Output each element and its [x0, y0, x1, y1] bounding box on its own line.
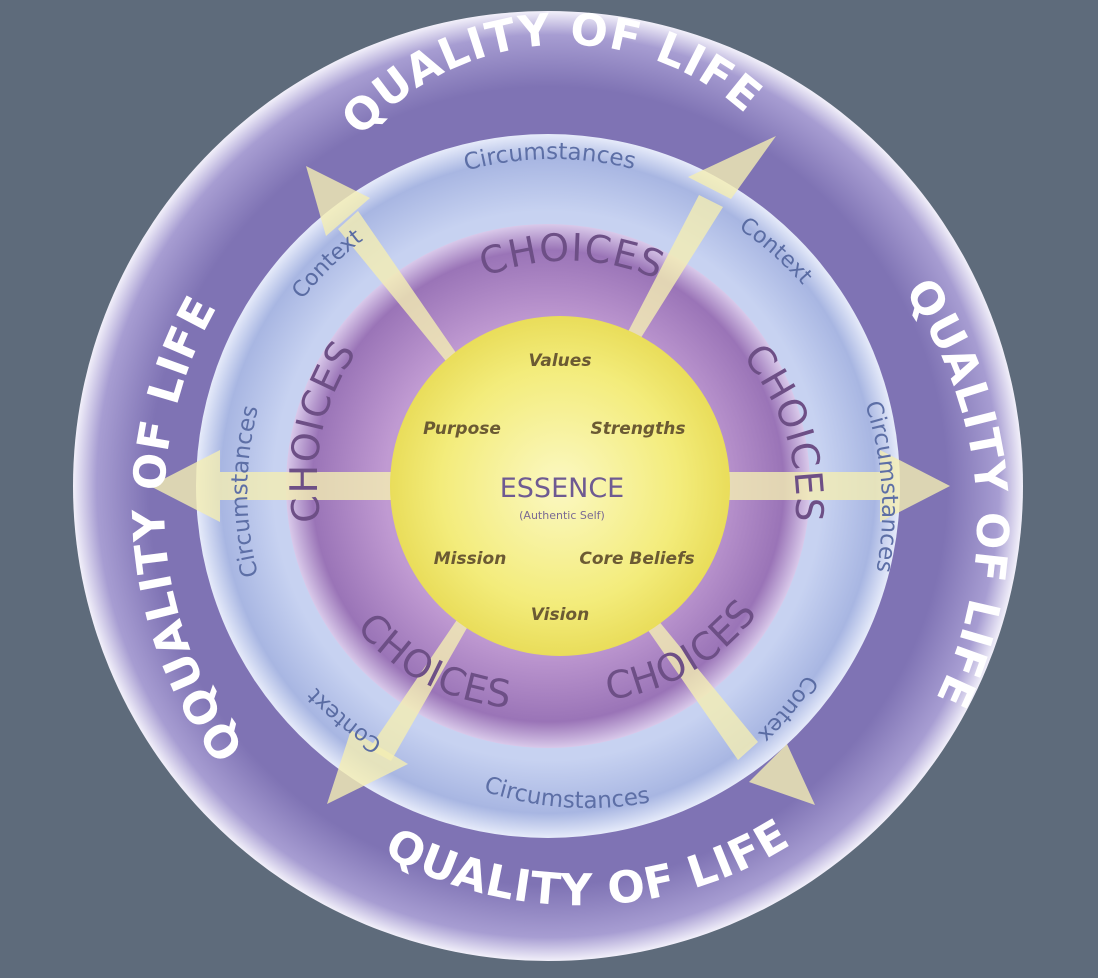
- values-label: Values: [529, 351, 592, 371]
- essence-subtitle: (Authentic Self): [519, 509, 605, 522]
- essence-core: [390, 316, 730, 656]
- essence-title: ESSENCE: [500, 473, 625, 504]
- mission-label: Mission: [434, 549, 507, 569]
- purpose-label: Purpose: [423, 419, 501, 439]
- vision-label: Vision: [531, 605, 589, 625]
- core-beliefs-label: Core Beliefs: [579, 549, 694, 569]
- strengths-label: Strengths: [591, 419, 686, 439]
